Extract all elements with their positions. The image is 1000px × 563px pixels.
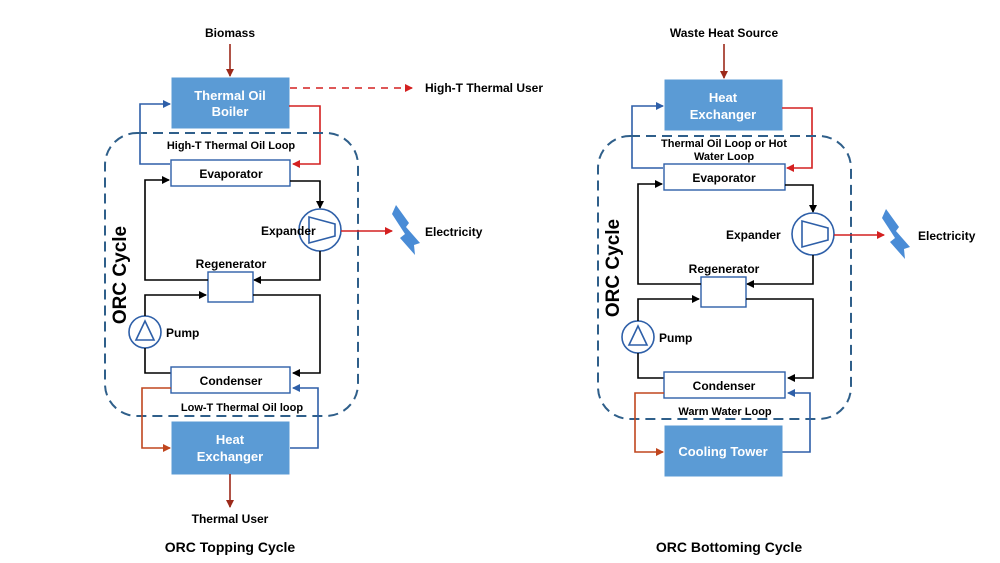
bottoming-evaporator-label: Evaporator (692, 171, 756, 185)
b-evap-to-expander (785, 184, 817, 213)
warm-loop-return (782, 389, 811, 453)
b-pump-to-regen (637, 295, 700, 321)
pump-to-regen (144, 291, 207, 316)
b-regen-to-evap (637, 180, 701, 285)
regen-to-condenser (253, 294, 321, 377)
bottoming-electricity-label: Electricity (918, 229, 976, 243)
bottoming-loop-line2: Water Loop (694, 151, 754, 163)
topping-pump-label: Pump (166, 326, 199, 340)
lightning-icon (392, 205, 420, 255)
topping-cycle-label: ORC Cycle (110, 226, 131, 324)
boiler-label-line1: Thermal Oil (194, 88, 266, 103)
bottoming-caption: ORC Bottoming Cycle (656, 539, 802, 555)
pump-icon (621, 320, 655, 354)
expander-icon (791, 212, 835, 256)
expander-to-regen (253, 251, 321, 284)
topping-output-label: Thermal User (192, 512, 269, 526)
bottoming-condenser-label: Condenser (693, 379, 756, 393)
topping-hx-line1: Heat (216, 432, 245, 447)
topping-diagram: Biomass Thermal Oil Boiler High-T Therma… (104, 26, 543, 555)
cooling-tower-label: Cooling Tower (678, 444, 767, 459)
topping-heat-exchanger (171, 421, 290, 475)
b-regen-to-condenser (746, 298, 814, 382)
topping-orc-boundary (104, 132, 359, 417)
warm-loop-label: Warm Water Loop (678, 406, 772, 418)
thermal-oil-boiler (171, 77, 290, 129)
topping-expander-label: Expander (261, 224, 316, 238)
expander-icon (298, 208, 342, 252)
topping-electricity-label: Electricity (425, 225, 483, 239)
low-loop-label: Low-T Thermal Oil loop (181, 402, 304, 414)
bottoming-hx-line2: Exchanger (690, 107, 756, 122)
topping-condenser-label: Condenser (200, 374, 263, 388)
topping-evaporator-label: Evaporator (199, 167, 263, 181)
lightning-icon (882, 209, 910, 259)
evap-to-expander (290, 180, 324, 209)
pump-icon (128, 315, 162, 349)
bottoming-diagram: Waste Heat Source Heat Exchanger Thermal… (597, 26, 976, 555)
bottoming-orc-boundary (597, 135, 852, 420)
topping-hx-line2: Exchanger (197, 449, 263, 464)
cooling-tower (664, 425, 783, 477)
bottoming-evaporator (663, 163, 786, 191)
topping-evaporator (170, 159, 291, 187)
topping-regenerator-label: Regenerator (196, 257, 267, 271)
bottoming-hx-line1: Heat (709, 90, 738, 105)
bottoming-condenser (663, 371, 786, 399)
condenser-to-pump (144, 348, 171, 374)
hot-loop-supply (782, 107, 813, 172)
high-t-loop-supply (289, 105, 321, 168)
b-expander-to-regen (746, 255, 814, 288)
high-t-user-label: High-T Thermal User (425, 81, 543, 95)
warm-loop-supply (634, 392, 664, 456)
regen-to-evap (144, 176, 208, 281)
bottoming-regenerator-label: Regenerator (689, 262, 760, 276)
bottoming-cycle-label: ORC Cycle (603, 219, 624, 317)
bottoming-heat-exchanger (664, 79, 783, 131)
topping-regenerator (207, 271, 254, 303)
bottoming-input-label: Waste Heat Source (670, 26, 779, 40)
topping-input-label: Biomass (205, 26, 255, 40)
low-t-loop-supply (141, 387, 171, 452)
topping-caption: ORC Topping Cycle (165, 539, 296, 555)
bottoming-regenerator (700, 276, 747, 308)
bottoming-pump-label: Pump (659, 331, 692, 345)
b-condenser-to-pump (637, 353, 664, 379)
bottoming-loop-line1: Thermal Oil Loop or Hot (661, 138, 787, 150)
bottoming-expander-label: Expander (726, 228, 781, 242)
high-loop-label: High-T Thermal Oil Loop (167, 140, 296, 152)
boiler-label-line2: Boiler (212, 104, 249, 119)
low-t-loop-return (290, 384, 319, 449)
topping-condenser (170, 366, 291, 394)
